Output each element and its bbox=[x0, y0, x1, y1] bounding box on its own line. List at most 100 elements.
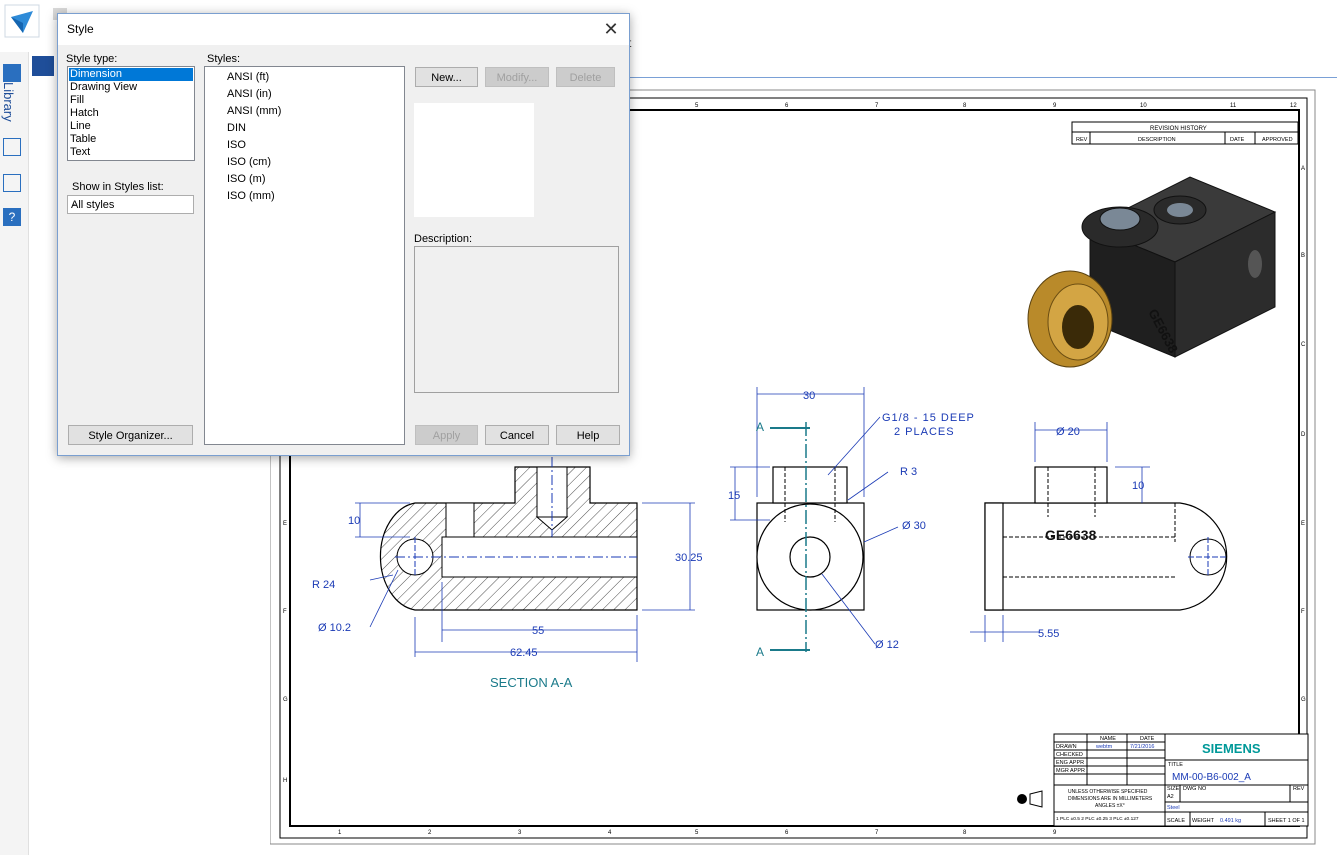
show-in-styles-select[interactable]: All styles ⌄ bbox=[67, 195, 194, 214]
solid-edge-logo-icon bbox=[4, 4, 40, 38]
chevron-down-icon: ⌄ bbox=[71, 198, 80, 209]
zone-9: 9 bbox=[1053, 103, 1057, 109]
zone-12: 12 bbox=[1290, 103, 1297, 109]
cancel-button[interactable]: Cancel bbox=[485, 425, 549, 445]
tb-dwg-no-hdr: DWG NO bbox=[1183, 786, 1207, 792]
style-type-list[interactable]: Dimension Drawing View Fill Hatch Line T… bbox=[67, 66, 195, 161]
style-type-fill[interactable]: Fill bbox=[70, 94, 85, 106]
tb-drawn-name: webtm bbox=[1095, 744, 1113, 750]
new-button[interactable]: New... bbox=[415, 67, 478, 87]
zone-l-f: F bbox=[283, 609, 287, 615]
style-type-dimension[interactable]: Dimension bbox=[69, 68, 193, 81]
zone-e: E bbox=[1301, 521, 1305, 527]
tb-brand: SIEMENS bbox=[1202, 741, 1261, 756]
tb-notes-2: DIMENSIONS ARE IN MILLIMETERS bbox=[1068, 796, 1153, 802]
apply-button[interactable]: Apply bbox=[415, 425, 478, 445]
zone-c: C bbox=[1301, 342, 1306, 348]
tb-size-hdr: SIZE bbox=[1167, 786, 1180, 792]
date-header: DATE bbox=[1230, 137, 1245, 143]
close-icon[interactable]: ✕ bbox=[603, 19, 619, 39]
zone-l-g: G bbox=[283, 697, 288, 703]
description-label: Description: bbox=[414, 233, 473, 245]
library-tab[interactable]: Library bbox=[0, 60, 28, 122]
delete-button[interactable]: Delete bbox=[556, 67, 615, 87]
style-type-text[interactable]: Text bbox=[70, 146, 91, 158]
view-icon[interactable] bbox=[3, 174, 21, 192]
revision-history-title: REVISION HISTORY bbox=[1150, 126, 1207, 132]
ribbon-divider bbox=[628, 77, 1337, 78]
section-mark-top: A bbox=[756, 420, 764, 434]
style-organizer-button[interactable]: Style Organizer... bbox=[68, 425, 193, 445]
style-item[interactable]: DIN bbox=[227, 122, 246, 134]
help-button[interactable]: Help bbox=[556, 425, 620, 445]
dim-dia-10-2: Ø 10.2 bbox=[318, 622, 351, 634]
style-preview bbox=[414, 103, 534, 217]
dialog-title: Style bbox=[67, 22, 94, 36]
style-type-line[interactable]: Line bbox=[70, 120, 91, 132]
dim-30-top: 30 bbox=[803, 390, 815, 402]
side-view: GE6638 Ø 20 10 5.55 bbox=[970, 422, 1228, 642]
zone-b-1: 1 bbox=[338, 830, 342, 836]
style-item[interactable]: ANSI (in) bbox=[227, 88, 272, 100]
zone-f: F bbox=[1301, 609, 1305, 615]
section-view: 10 30.25 55 62.45 R 24 Ø 10.2 SECTION A-… bbox=[312, 457, 703, 690]
zone-b-5: 5 bbox=[695, 830, 699, 836]
dim-dia-12: Ø 12 bbox=[875, 639, 899, 651]
style-type-label: Style type: bbox=[66, 53, 118, 65]
zone-11: 11 bbox=[1230, 103, 1237, 109]
style-type-drawing-view[interactable]: Drawing View bbox=[70, 81, 138, 93]
tb-title-hdr: TITLE bbox=[1168, 762, 1183, 768]
app-logo[interactable] bbox=[3, 3, 41, 39]
tb-name-hdr: NAME bbox=[1100, 736, 1116, 742]
zone-b-2: 2 bbox=[428, 830, 432, 836]
tb-date-hdr: DATE bbox=[1140, 736, 1155, 742]
tb-mgr-appr: MGR APPR bbox=[1056, 768, 1085, 774]
dialog-titlebar[interactable]: Style ✕ bbox=[58, 14, 629, 45]
description-header: DESCRIPTION bbox=[1138, 137, 1176, 143]
dim-30-25: 30.25 bbox=[675, 552, 703, 564]
zone-10: 10 bbox=[1140, 103, 1147, 109]
style-item[interactable]: ISO (cm) bbox=[227, 156, 271, 168]
approved-header: APPROVED bbox=[1262, 137, 1293, 143]
show-in-styles-label: Show in Styles list: bbox=[72, 181, 164, 193]
document-tab-icon[interactable] bbox=[32, 56, 54, 76]
dim-r3: R 3 bbox=[900, 466, 917, 478]
style-type-hatch[interactable]: Hatch bbox=[70, 107, 99, 119]
style-item[interactable]: ISO (m) bbox=[227, 173, 266, 185]
dim-10-right: 10 bbox=[1132, 480, 1144, 492]
isometric-part-render: GE6638 bbox=[1027, 176, 1277, 368]
style-item[interactable]: ANSI (mm) bbox=[227, 105, 282, 117]
tb-scale-hdr: SCALE bbox=[1167, 818, 1185, 824]
zone-b: B bbox=[1301, 253, 1305, 259]
zone-5: 5 bbox=[695, 103, 699, 109]
zone-b-6: 6 bbox=[785, 830, 789, 836]
tb-notes-3: ANGLES ±X° bbox=[1095, 803, 1125, 809]
style-item[interactable]: ANSI (ft) bbox=[227, 71, 270, 83]
help-icon[interactable]: ? bbox=[3, 208, 21, 226]
tb-drawn-date: 7/21/2016 bbox=[1130, 744, 1154, 750]
tb-notes-1: UNLESS OTHERWISE SPECIFIED bbox=[1068, 789, 1148, 795]
dim-dia-30: Ø 30 bbox=[902, 520, 926, 532]
zone-a: A bbox=[1301, 166, 1305, 172]
left-tool-rail: ? bbox=[0, 52, 29, 855]
dim-5-55: 5.55 bbox=[1038, 628, 1059, 640]
layers-icon[interactable] bbox=[3, 138, 21, 156]
zone-6: 6 bbox=[785, 103, 789, 109]
modify-button[interactable]: Modify... bbox=[485, 67, 549, 87]
style-item[interactable]: ISO bbox=[227, 139, 246, 151]
zone-b-3: 3 bbox=[518, 830, 522, 836]
dim-r24: R 24 bbox=[312, 579, 335, 591]
zone-d: D bbox=[1301, 432, 1306, 438]
zone-8: 8 bbox=[963, 103, 967, 109]
dim-dia-20: Ø 20 bbox=[1056, 426, 1080, 438]
zone-labels-bottom: 1 2 3 4 5 6 7 8 9 bbox=[338, 830, 1057, 836]
style-dialog: Style ✕ Style type: Dimension Drawing Vi… bbox=[57, 13, 630, 456]
library-icon[interactable] bbox=[3, 64, 21, 82]
styles-list[interactable]: ANSI (ft) ANSI (in) ANSI (mm) DIN ISO IS… bbox=[204, 66, 405, 445]
thread-callout-1: G1/8 - 15 DEEP bbox=[882, 412, 975, 424]
outer-border bbox=[279, 97, 1308, 839]
dim-10-left: 10 bbox=[348, 515, 360, 527]
style-item[interactable]: ISO (mm) bbox=[227, 190, 275, 202]
zone-g: G bbox=[1301, 697, 1306, 703]
style-type-table[interactable]: Table bbox=[70, 133, 97, 145]
